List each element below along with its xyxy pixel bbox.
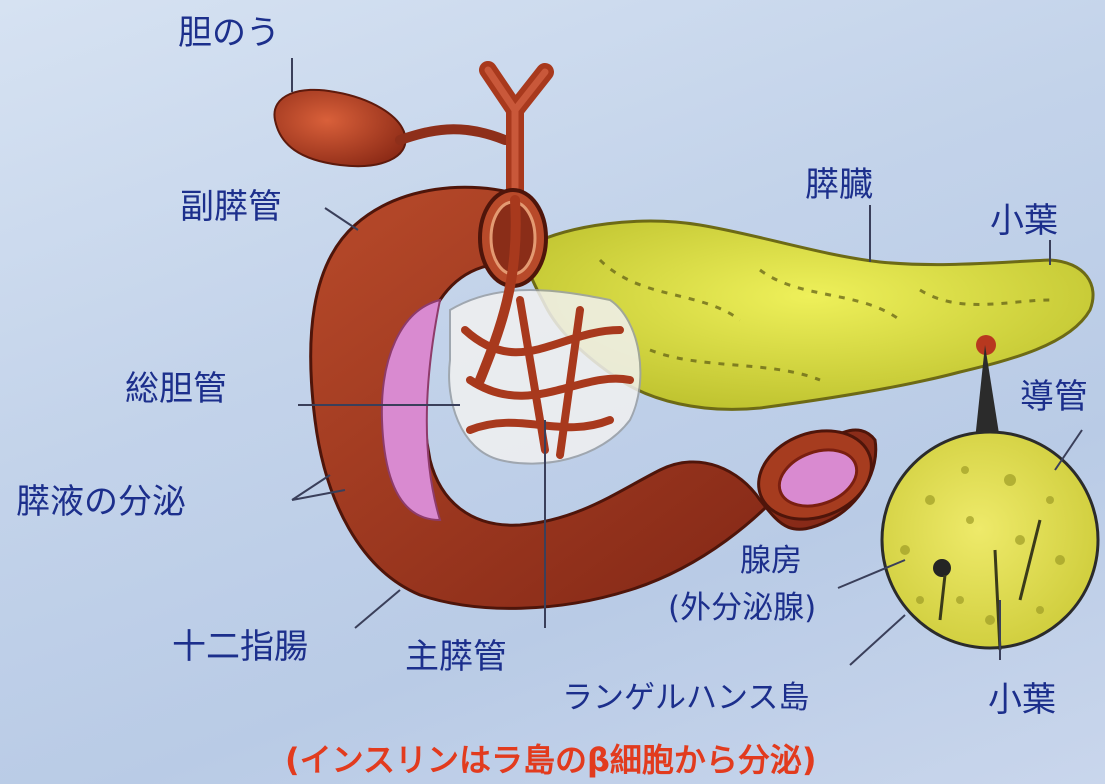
label-lobule-bottom: 小葉 [988, 683, 1056, 717]
label-islets-of-langerhans: ランゲルハンス島 [562, 683, 809, 714]
label-gallbladder: 胆のう [178, 16, 280, 50]
label-pancreas: 膵臓 [805, 168, 873, 202]
label-lobule-top: 小葉 [990, 204, 1058, 238]
label-duct: 導管 [1020, 380, 1088, 414]
insulin-caption: (インスリンはラ島のβ細胞から分泌) [285, 735, 817, 781]
label-main-pancreatic-duct: 主膵管 [405, 640, 507, 674]
label-accessory-pancreatic-duct: 副膵管 [180, 190, 282, 224]
label-common-bile-duct: 総胆管 [125, 372, 227, 406]
gallbladder-shape [274, 90, 505, 166]
label-pancreatic-secretion: 膵液の分泌 [16, 485, 186, 519]
label-duodenum: 十二指腸 [172, 630, 308, 664]
label-acinus: 腺房 [740, 546, 802, 577]
label-exocrine-gland: (外分泌腺) [668, 593, 816, 624]
